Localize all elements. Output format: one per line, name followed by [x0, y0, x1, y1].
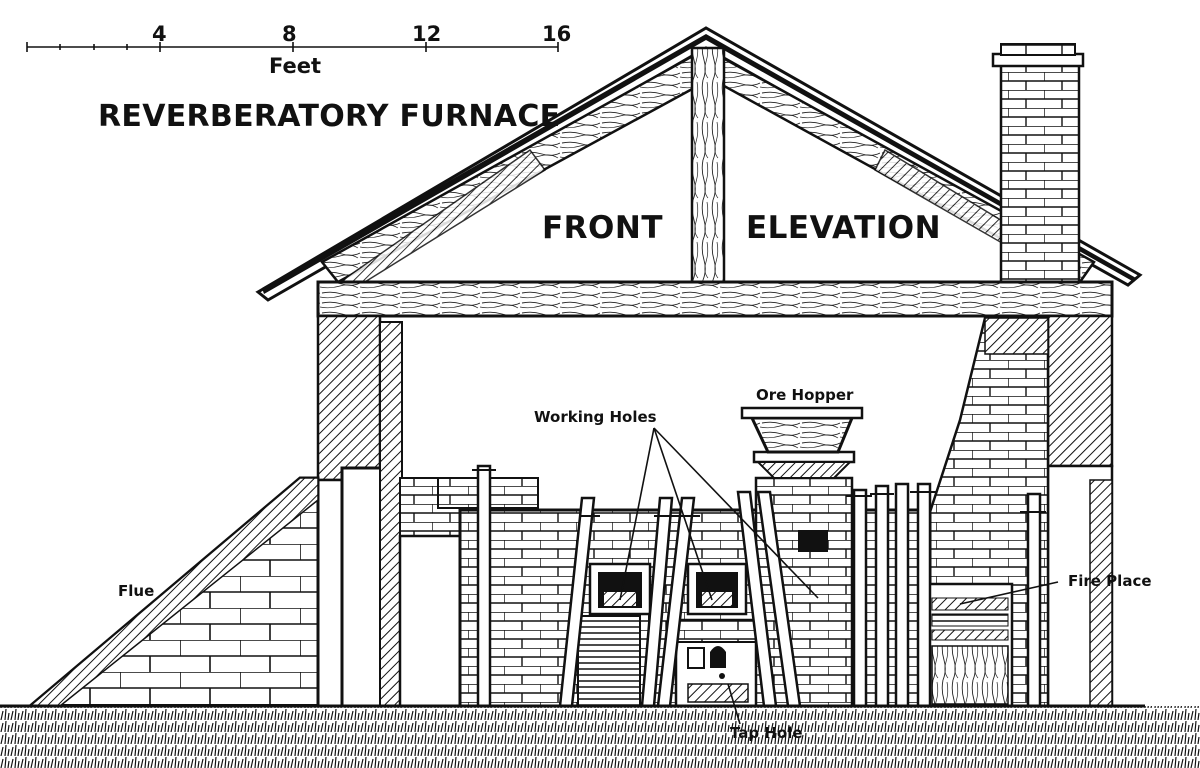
- leader-lines: [619, 427, 1059, 725]
- elevation-label-elevation: ELEVATION: [746, 210, 942, 246]
- left-wall: [316, 314, 382, 482]
- tie-beam: [316, 280, 1114, 318]
- scale-tick-label: 8: [282, 22, 297, 46]
- label-ore-hopper: Ore Hopper: [756, 386, 854, 404]
- label-working-holes: Working Holes: [534, 408, 657, 426]
- elevation-label-front: FRONT: [542, 210, 663, 246]
- scale-tick-label: 12: [412, 22, 442, 46]
- blank-label-panel: [538, 340, 880, 374]
- fire-place: [926, 582, 1014, 708]
- label-flue: Flue: [118, 582, 155, 600]
- working-hole-2: [686, 562, 748, 616]
- scale-unit-label: Feet: [269, 54, 322, 78]
- rod-fasteners: [472, 469, 1046, 517]
- working-hole-1: [588, 562, 652, 616]
- king-post: [690, 46, 726, 286]
- right-wall: [1046, 314, 1114, 468]
- label-tap-hole: Tap Hole: [730, 724, 803, 742]
- page-title: REVERBERATORY FURNACE: [98, 99, 561, 134]
- scale-tick-label: 16: [542, 22, 572, 46]
- ground: [0, 706, 1200, 768]
- label-fire-place: Fire Place: [1068, 572, 1152, 590]
- scale-tick-label: 4: [152, 22, 167, 46]
- chimney: [991, 43, 1085, 286]
- scale-bar: [26, 42, 559, 52]
- flue: [25, 476, 320, 708]
